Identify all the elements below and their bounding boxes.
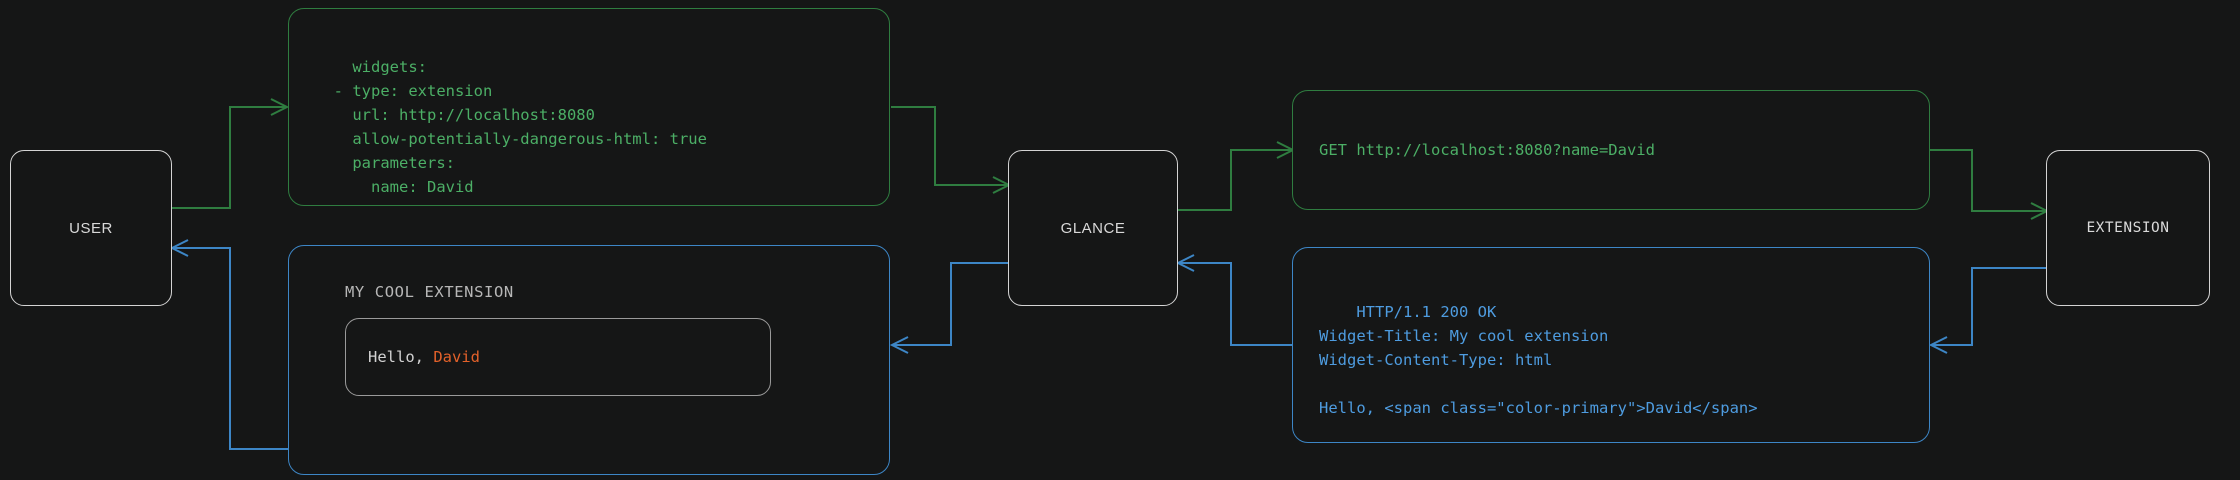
rendered-widget-card: Hello, David: [345, 318, 771, 397]
edge-http-request-to-extension: [1930, 149, 2050, 220]
panel-config-yaml: widgets: - type: extension url: http://l…: [288, 8, 890, 206]
node-user-label: USER: [69, 219, 113, 237]
rendered-widget-name: David: [433, 348, 480, 367]
edge-glance-to-http-request: [1177, 141, 1296, 211]
node-user[interactable]: USER: [10, 150, 172, 306]
rendered-widget-greeting: Hello,: [368, 348, 434, 367]
http-response-text: HTTP/1.1 200 OK Widget-Title: My cool ex…: [1319, 303, 1758, 418]
http-request-text: GET http://localhost:8080?name=David: [1319, 140, 1655, 159]
node-extension-label: EXTENSION: [2086, 220, 2170, 236]
edge-http-response-to-glance: [1175, 254, 1292, 346]
panel-http-request: GET http://localhost:8080?name=David: [1292, 90, 1930, 210]
edge-user-to-config: [171, 98, 290, 209]
panel-rendered-widget: MY COOL EXTENSION Hello, David: [288, 245, 890, 475]
config-yaml-text: widgets: - type: extension url: http://l…: [333, 58, 707, 197]
panel-http-response: HTTP/1.1 200 OK Widget-Title: My cool ex…: [1292, 247, 1930, 443]
edge-extension-to-http-response: [1928, 267, 2046, 354]
edge-config-to-glance: [891, 106, 1012, 194]
edge-glance-to-rendered-widget: [889, 262, 1008, 354]
node-glance-label: GLANCE: [1060, 219, 1126, 237]
rendered-widget-title: MY COOL EXTENSION: [345, 283, 514, 301]
node-extension[interactable]: EXTENSION: [2046, 150, 2210, 306]
node-glance[interactable]: GLANCE: [1008, 150, 1178, 306]
